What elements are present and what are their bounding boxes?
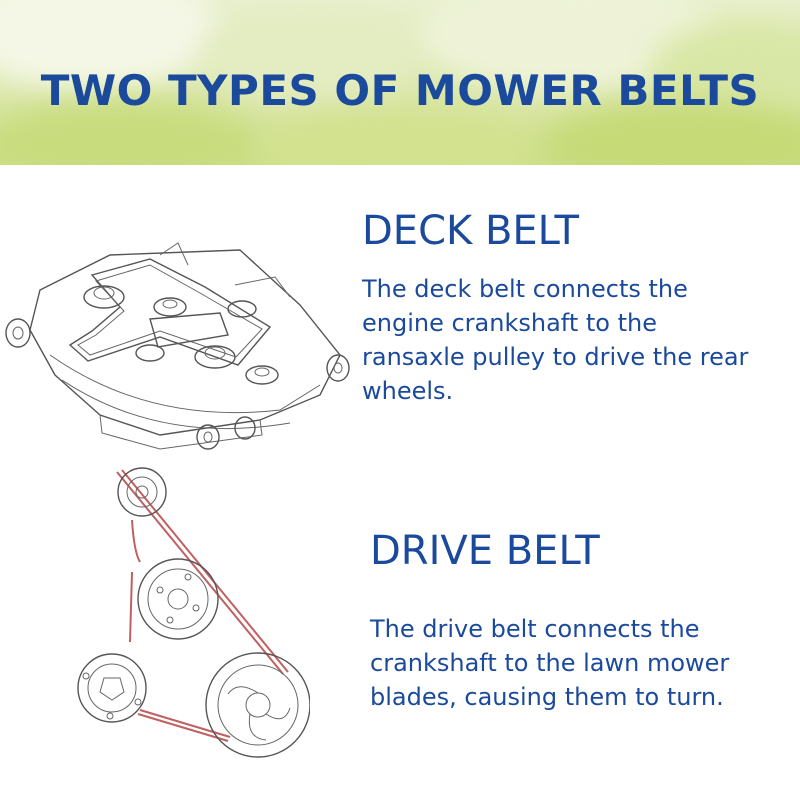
drive-belt-heading: DRIVE BELT — [370, 528, 600, 574]
deck-belt-line: ransaxle pulley to drive the rear — [362, 343, 749, 371]
deck-belt-illustration — [5, 242, 350, 450]
page-title: TWO TYPES OF MOWER BELTS — [40, 66, 760, 115]
deck-belt-line: engine crankshaft to the — [362, 309, 657, 337]
drive-belt-line: crankshaft to the lawn mower — [370, 649, 730, 677]
drive-belt-description: The drive belt connects the crankshaft t… — [370, 612, 790, 714]
drive-belt-illustration — [77, 467, 310, 758]
drive-belt-line: blades, causing them to turn. — [370, 683, 724, 711]
deck-belt-line: wheels. — [362, 377, 454, 405]
deck-belt-line: The deck belt connects the — [362, 275, 688, 303]
drive-belt-line: The drive belt connects the — [370, 615, 700, 643]
deck-belt-heading: DECK BELT — [362, 208, 579, 254]
deck-belt-description: The deck belt connects the engine cranks… — [362, 272, 798, 408]
grass-banner: TWO TYPES OF MOWER BELTS — [0, 0, 800, 165]
